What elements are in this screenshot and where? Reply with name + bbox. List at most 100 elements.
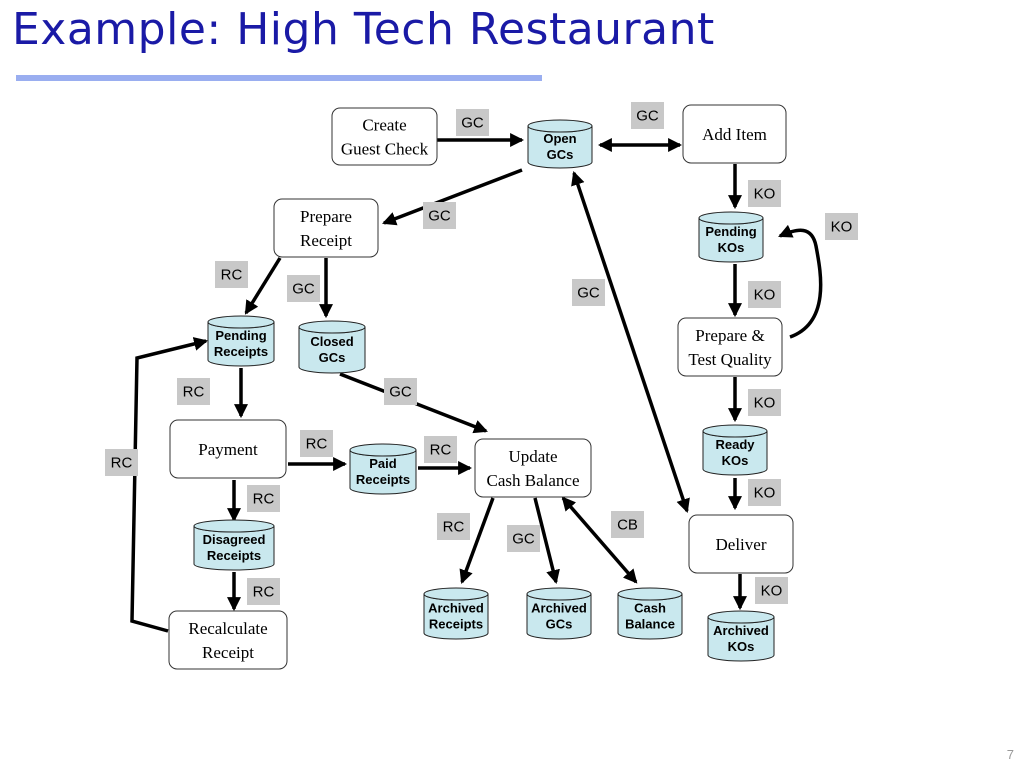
slide-title: Example: High Tech Restaurant bbox=[12, 4, 715, 55]
flow-tag-label: CB bbox=[617, 517, 638, 534]
flow-tag-ko-ready-deliver: KO bbox=[748, 479, 781, 506]
flow-tag-label: GC bbox=[512, 531, 535, 548]
flow-tag-box bbox=[825, 213, 858, 240]
flow-tag-box bbox=[437, 513, 470, 540]
process-label: Create bbox=[362, 116, 406, 135]
flow-tag-gc-open-prepare-receipt: GC bbox=[423, 202, 456, 229]
process-box bbox=[168, 610, 288, 670]
flow-tag-label: KO bbox=[754, 287, 776, 304]
flow-ko-loop bbox=[778, 224, 823, 339]
store-label: Archived bbox=[428, 601, 484, 616]
flow-tag-ko-pending-prepare: KO bbox=[748, 281, 781, 308]
flow-tag-ko-prepare-ready: KO bbox=[748, 389, 781, 416]
flow-tag-gc-open-additem: GC bbox=[631, 102, 664, 129]
store-label: KOs bbox=[722, 453, 749, 468]
flow-tag-label: RC bbox=[430, 442, 452, 459]
flow-tag-gc-create-open: GC bbox=[456, 109, 489, 136]
flow-tag-label: KO bbox=[831, 219, 853, 236]
cylinder-top bbox=[193, 519, 275, 533]
process-payment: Payment bbox=[169, 419, 287, 479]
store-label: KOs bbox=[718, 240, 745, 255]
store-label: GCs bbox=[547, 147, 574, 162]
store-label: Receipts bbox=[214, 344, 268, 359]
flow-tag-box bbox=[424, 436, 457, 463]
flow-tag-label: RC bbox=[306, 436, 328, 453]
flow-tag-box bbox=[105, 449, 138, 476]
cylinder-top bbox=[707, 610, 775, 624]
process-label: Prepare & bbox=[695, 326, 764, 345]
store-label: Archived bbox=[531, 601, 587, 616]
store-label: Pending bbox=[215, 328, 266, 343]
process-label: Add Item bbox=[702, 125, 767, 144]
flow-tag-box bbox=[748, 281, 781, 308]
store-label: Receipts bbox=[429, 617, 483, 632]
flow-tag-box bbox=[572, 279, 605, 306]
flow-tag-box bbox=[611, 511, 644, 538]
store-label: Balance bbox=[625, 617, 675, 632]
process-prepare-test-quality: Prepare &Test Quality bbox=[677, 317, 783, 377]
flow-tag-label: GC bbox=[461, 115, 484, 132]
store-label: Disagreed bbox=[203, 532, 266, 547]
flow-tag-label: RC bbox=[443, 519, 465, 536]
flow-tag-label: KO bbox=[754, 395, 776, 412]
flow-tag-label: RC bbox=[111, 455, 133, 472]
process-box bbox=[273, 198, 379, 258]
process-label: Payment bbox=[198, 440, 258, 459]
store-label: Paid bbox=[369, 456, 397, 471]
store-label: Cash bbox=[634, 601, 666, 616]
process-box bbox=[474, 438, 592, 498]
flow-tag-gc-update-archived: GC bbox=[507, 525, 540, 552]
process-add-item: Add Item bbox=[682, 104, 787, 164]
cylinder-top bbox=[298, 320, 366, 334]
flow-update-to-archived-gcs bbox=[533, 497, 560, 585]
flow-update-to-cash bbox=[561, 496, 638, 584]
flow-tag-rc-receipt-pending: RC bbox=[215, 261, 248, 288]
flow-tag-ko-additem-pending: KO bbox=[748, 180, 781, 207]
cylinder-top bbox=[527, 119, 593, 133]
flow-update-to-archived-receipts bbox=[459, 497, 495, 584]
process-deliver: Deliver bbox=[688, 514, 794, 574]
flow-tag-label: RC bbox=[221, 267, 243, 284]
process-label: Receipt bbox=[202, 643, 254, 662]
process-label: Prepare bbox=[300, 207, 352, 226]
flow-tag-rc-recalc-pending: RC bbox=[105, 449, 138, 476]
cylinder-top bbox=[349, 443, 417, 457]
flow-tag-box bbox=[247, 485, 280, 512]
cylinder-top bbox=[423, 587, 489, 601]
cylinder-top bbox=[617, 587, 683, 601]
flow-tag-label: RC bbox=[183, 384, 205, 401]
process-box bbox=[677, 317, 783, 377]
process-label: Cash Balance bbox=[487, 471, 580, 490]
title-underline bbox=[16, 75, 542, 81]
data-store-nodes: OpenGCsPendingKOsPendingReceiptsClosedGC… bbox=[193, 119, 775, 662]
flow-tag-cb-update-cash: CB bbox=[611, 511, 644, 538]
store-label: Ready bbox=[715, 437, 755, 452]
flow-tag-box bbox=[456, 109, 489, 136]
flow-recalc-to-pending-receipts bbox=[130, 337, 209, 633]
process-box bbox=[331, 107, 438, 166]
flow-tag-box bbox=[748, 389, 781, 416]
flow-tag-rc-payment-disagreed: RC bbox=[247, 485, 280, 512]
flow-tag-box bbox=[755, 577, 788, 604]
flow-tag-rc-update-archived: RC bbox=[437, 513, 470, 540]
page-number: 7 bbox=[1006, 747, 1014, 762]
store-label: Receipts bbox=[207, 548, 261, 563]
flow-tag-label: GC bbox=[389, 384, 412, 401]
flow-tag-box bbox=[247, 578, 280, 605]
flow-tag-ko-loop: KO bbox=[825, 213, 858, 240]
process-label: Receipt bbox=[300, 231, 352, 250]
store-label: GCs bbox=[319, 350, 346, 365]
flow-tag-label: GC bbox=[636, 108, 659, 125]
store-label: KOs bbox=[728, 639, 755, 654]
flow-open-to-prepare-receipt bbox=[382, 168, 523, 226]
flow-tag-gc-closed-update: GC bbox=[384, 378, 417, 405]
